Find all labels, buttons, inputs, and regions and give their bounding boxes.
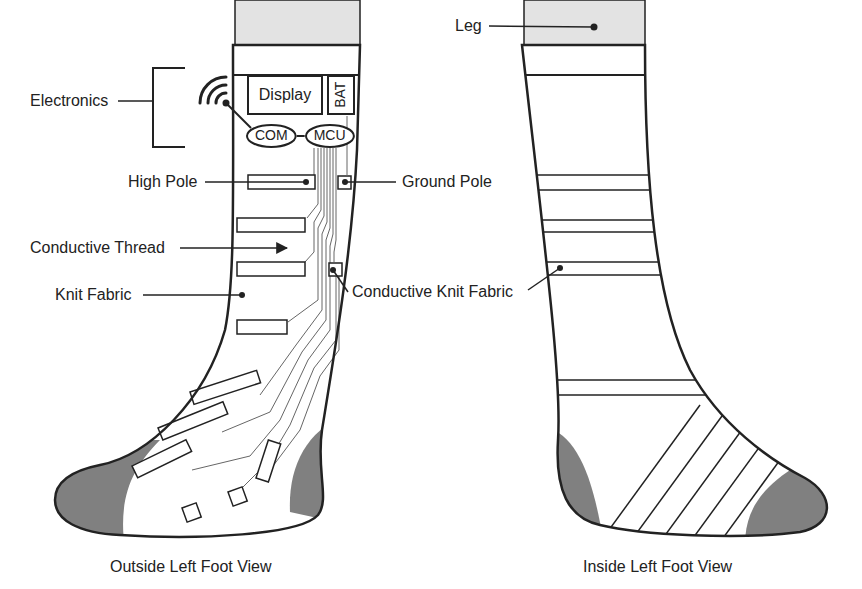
- conductive-pad: [237, 218, 305, 232]
- node-label: Display: [259, 86, 311, 104]
- leader-line: [333, 270, 348, 292]
- part-label: Knit Fabric: [55, 286, 131, 304]
- right-sock: [522, 45, 827, 536]
- conductive-thread: [305, 148, 321, 262]
- left-sock-outline: [55, 45, 360, 537]
- leader-line: [143, 294, 242, 296]
- right-sock: [500, 74, 720, 76]
- conductive-thread: [192, 148, 333, 470]
- electronics-bracket: [153, 68, 185, 147]
- part-label: Leg: [455, 17, 482, 35]
- node-label: MCU: [314, 128, 346, 143]
- leader-line: [180, 247, 287, 249]
- conductive-pad: [182, 503, 201, 522]
- right-sock: [500, 394, 720, 396]
- conductive-thread: [314, 148, 315, 175]
- leader-line: [118, 26, 594, 295]
- leader-dot: [239, 24, 598, 299]
- right-sock: [500, 219, 720, 221]
- node-label: COM: [255, 128, 288, 143]
- leader-line: [346, 181, 396, 183]
- leader-dot: [239, 292, 245, 298]
- com-module: COM: [246, 124, 297, 148]
- conductive-thread: [270, 276, 339, 470]
- ground-wire: [347, 116, 348, 176]
- conductive-pad: [228, 487, 247, 506]
- conductive-pad: [132, 440, 192, 478]
- leg: [235, 0, 645, 46]
- mcu-module-outline: [306, 125, 354, 147]
- view-caption: Outside Left Foot View: [110, 558, 272, 576]
- left-sock: [40, 75, 370, 550]
- wireless-symbol: [200, 77, 226, 103]
- leader-line: [205, 181, 306, 183]
- right-sock: [628, 405, 730, 545]
- right-sock: [688, 405, 790, 545]
- connector-line: [297, 135, 305, 137]
- right-sock: [500, 75, 862, 545]
- part-label: High Pole: [128, 173, 197, 191]
- view-caption: Inside Left Foot View: [583, 558, 732, 576]
- right-sock: [500, 174, 720, 176]
- part-label: Conductive Thread: [30, 239, 165, 257]
- leader-dot: [330, 267, 336, 273]
- conductive-thread: [288, 148, 324, 322]
- left-sock: [55, 45, 360, 537]
- right-sock: [500, 274, 720, 276]
- leader-dot: [557, 265, 563, 271]
- wireless-symbol: [208, 85, 226, 103]
- mcu-module: MCU: [305, 124, 355, 148]
- conductive-pad: [237, 320, 287, 334]
- right-sock: [500, 261, 720, 263]
- conductive-thread: [334, 148, 336, 262]
- node-label: BAT: [333, 82, 348, 108]
- right-sock: [500, 231, 720, 233]
- right-sock: [658, 405, 760, 545]
- leader-dot: [591, 24, 598, 31]
- conductive-thread: [192, 148, 339, 490]
- leader-dot: [342, 179, 348, 185]
- right-sock: [500, 45, 862, 545]
- right-sock: [540, 425, 604, 545]
- leg: [524, 0, 645, 46]
- conductive-pad: [237, 262, 305, 276]
- leader-line: [528, 268, 560, 290]
- part-label: Conductive Knit Fabric: [352, 283, 513, 301]
- leg: [235, 0, 360, 46]
- part-label: Ground Pole: [402, 173, 492, 191]
- com-module-outline: [247, 125, 296, 147]
- right-sock: [598, 405, 700, 545]
- right-sock: [500, 189, 720, 191]
- leader-line: [489, 26, 594, 27]
- right-sock: [500, 75, 820, 545]
- leader-line: [118, 100, 153, 102]
- conductive-pad: [132, 175, 351, 522]
- left-sock: [40, 45, 370, 550]
- conductive-pad: [256, 440, 281, 482]
- display-box: Display: [247, 75, 323, 115]
- right-sock: [500, 379, 720, 381]
- leader-dot: [303, 179, 309, 185]
- conductive-pad: [158, 402, 228, 440]
- battery-box: BAT: [327, 75, 355, 115]
- group-label: Electronics: [30, 92, 108, 110]
- wireless-symbol: [200, 77, 226, 103]
